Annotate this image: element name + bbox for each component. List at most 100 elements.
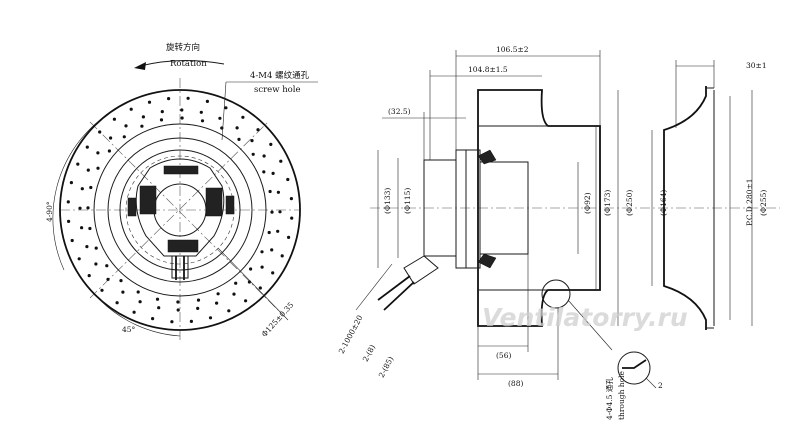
rotation-arrow — [139, 59, 225, 67]
blade-dot — [167, 97, 171, 101]
blade-dot — [76, 162, 80, 166]
cable-dim-line — [355, 263, 393, 311]
pcd-125-label: Φ125±0.35 — [260, 300, 296, 338]
blade-dot — [271, 171, 275, 175]
cable-2-8-label: 2-(8) — [361, 343, 377, 363]
blade-dot — [271, 271, 275, 275]
blade-dot — [96, 151, 100, 155]
blade-dot — [159, 118, 164, 122]
blade-dot — [160, 110, 164, 114]
blade-dot — [141, 115, 145, 119]
blade-dot — [86, 206, 90, 210]
blade-dot — [189, 319, 193, 323]
blade-dot — [67, 219, 71, 223]
blade-dot — [267, 230, 271, 235]
blade-dot — [98, 130, 102, 134]
detail-profile — [622, 359, 647, 369]
blade-dot — [129, 107, 133, 111]
blade-dot — [87, 274, 91, 278]
blade-dot — [200, 119, 205, 123]
blade-dot — [85, 145, 89, 149]
blade-dot — [96, 166, 100, 170]
component-block — [163, 165, 199, 175]
blade-dot — [180, 108, 184, 112]
impeller-shroud — [477, 89, 601, 327]
blade-dot — [77, 257, 81, 261]
detail-dim — [645, 377, 657, 389]
through-hole-label-en: through hole — [617, 370, 626, 420]
blade-dot — [286, 177, 290, 182]
blade-dot — [280, 254, 284, 258]
clip-bottom — [477, 253, 497, 269]
front-diagonal-a — [89, 121, 279, 311]
blade-dot — [234, 281, 238, 285]
side-view: 2 4-Φ4.5 通孔 through hole 106.5±2 104.8±1… — [337, 45, 663, 420]
blade-dot — [287, 235, 291, 239]
blade-dot — [235, 126, 239, 130]
through-hole-circle — [541, 279, 571, 309]
blade-dot — [176, 308, 180, 312]
blade-dot — [224, 106, 228, 110]
dim-164-label: (Φ164) — [659, 190, 668, 216]
dim-173-label: (Φ173) — [603, 190, 612, 216]
component-block — [139, 185, 157, 215]
blade-dot — [109, 136, 113, 140]
blade-dot — [249, 267, 253, 271]
blade-dot — [121, 290, 125, 294]
blade-dot — [250, 139, 254, 143]
cable-2-1000-label: 2-1000±20 — [337, 313, 365, 355]
blade-dot — [270, 210, 274, 214]
blade-dot — [86, 168, 90, 172]
blade-dot — [199, 110, 203, 114]
blade-dot — [279, 159, 283, 163]
blade-dot — [138, 300, 142, 304]
rotation-arrowhead — [134, 62, 146, 70]
blade-dot — [78, 206, 82, 210]
blade-dot — [132, 310, 136, 314]
through-hole-label-cn: 4-Φ4.5 通孔 — [604, 377, 614, 420]
blade-dot — [270, 248, 274, 252]
cable-gland — [403, 255, 439, 285]
blade-dot — [94, 246, 98, 250]
cable-exit — [171, 255, 189, 279]
blade-dot — [258, 286, 262, 290]
cable-2-85-label: 2-(85) — [377, 355, 396, 379]
motor-flange — [455, 149, 467, 269]
impeller-outer-ring — [59, 89, 301, 331]
blade-dot — [260, 250, 264, 254]
angle-90-label: 4-90° — [45, 201, 54, 222]
blade-dot — [170, 320, 174, 324]
blade-dot — [112, 117, 116, 121]
blade-dot — [232, 292, 236, 296]
component-block — [167, 239, 199, 253]
blade-dot — [247, 280, 251, 284]
inlet-ring-profile — [663, 86, 707, 330]
dim-30-label: 30±1 — [746, 61, 767, 70]
blade-dot — [269, 142, 273, 146]
component-block — [225, 195, 235, 215]
blade-dot — [94, 262, 98, 266]
blade-dot — [180, 116, 184, 120]
blade-dot — [196, 306, 200, 310]
blade-dot — [66, 200, 70, 204]
blade-dot — [215, 301, 219, 305]
blade-dot — [218, 116, 222, 120]
electronics-board — [127, 158, 235, 280]
blade-dot — [216, 292, 220, 296]
watermark: Ventilatorry.ru — [482, 303, 688, 332]
blade-dot — [208, 316, 213, 320]
blade-dot — [262, 154, 266, 158]
angle-90-arc — [52, 119, 101, 271]
screw-hole-label-en: screw hole — [254, 85, 301, 95]
front-diagonal-b — [89, 121, 269, 299]
dim-88-label: (88) — [508, 379, 523, 388]
dim-106-5-label: 106.5±2 — [496, 45, 529, 54]
front-view: 旋转方向 Rotation 4-M4 螺纹通孔 screw hole 4-90°… — [45, 42, 318, 340]
clip-top — [477, 149, 497, 165]
blade-dot — [262, 170, 266, 174]
blade-dot — [85, 245, 89, 249]
blade-dot — [256, 128, 260, 132]
pcd-125-leader — [217, 247, 289, 321]
blade-dot — [241, 115, 245, 119]
blade-dot — [276, 190, 280, 194]
